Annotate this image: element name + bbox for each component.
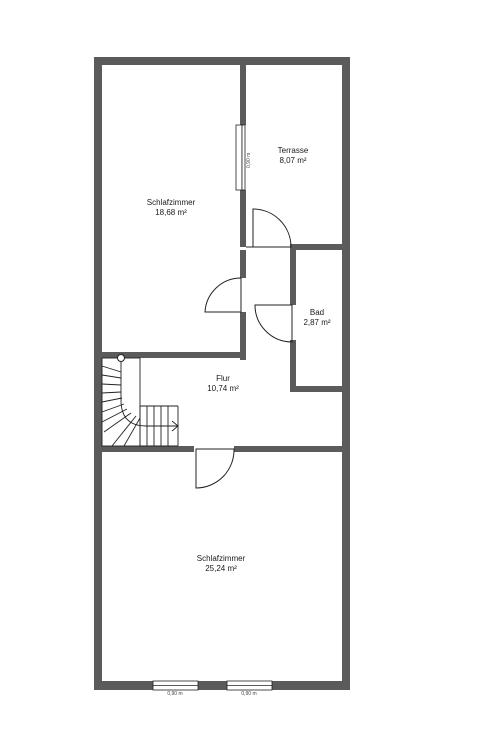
wall-bedroom-right-bottom	[240, 312, 246, 360]
room-name: Schlafzimmer	[196, 554, 246, 563]
dimension-window-right: 0,90 m	[241, 691, 257, 697]
wall-outer-left	[94, 57, 102, 690]
room-schlafzimmer-top: Schlafzimmer 18,68 m²	[147, 198, 195, 218]
windows	[152, 680, 273, 691]
wall-bedroom-terrace-upper	[240, 65, 246, 125]
door-swings	[195, 208, 293, 489]
door-bedroom-bottom-swing	[195, 448, 235, 489]
wall-bad-left-lower	[290, 340, 296, 392]
wall-bad-bottom	[290, 386, 342, 392]
wall-outer-top	[94, 57, 350, 65]
wall-outer-bottom-right	[272, 681, 350, 690]
room-area: 10,74 m²	[207, 384, 239, 393]
terrace-door	[235, 124, 246, 191]
door-bad-swing	[254, 304, 293, 343]
room-schlafzimmer-bottom: Schlafzimmer 25,24 m²	[197, 554, 245, 574]
interior-walls	[102, 65, 342, 452]
wall-bedroom-terrace-lower	[240, 190, 246, 247]
room-area: 8,07 m²	[279, 156, 307, 165]
wall-flur-bottom-left	[102, 446, 194, 452]
dimension-window-left: 0,90 m	[167, 691, 183, 697]
room-area: 18,68 m²	[155, 208, 187, 217]
wall-bad-left-upper	[290, 250, 296, 305]
room-name: Schlafzimmer	[146, 198, 196, 207]
room-terrasse: Terrasse 8,07 m²	[278, 146, 309, 166]
room-bad: Bad 2,87 m²	[303, 308, 330, 328]
outer-walls	[94, 57, 350, 690]
door-terrace-swing	[252, 208, 292, 248]
wall-flur-bottom-right	[234, 446, 342, 452]
room-flur: Flur 10,74 m²	[207, 374, 239, 394]
room-name: Terrasse	[277, 146, 309, 155]
room-name: Flur	[216, 374, 230, 383]
stair-walking-line	[120, 358, 178, 427]
wall-outer-bottom-left	[94, 681, 153, 690]
wall-bedroom-bottom	[102, 352, 246, 358]
wall-outer-right	[342, 57, 350, 690]
dimension-terrace-door: 0,90 m	[246, 152, 252, 168]
wall-bedroom-right-lower	[240, 250, 246, 278]
wall-outer-bottom-mid	[198, 681, 227, 690]
stair-start-marker	[117, 354, 125, 362]
room-area: 25,24 m²	[205, 564, 237, 573]
staircase	[101, 357, 179, 447]
door-bedroom-swing	[204, 277, 242, 313]
wall-terrace-bottom	[290, 244, 342, 250]
room-name: Bad	[309, 308, 325, 317]
room-area: 2,87 m²	[303, 318, 331, 327]
